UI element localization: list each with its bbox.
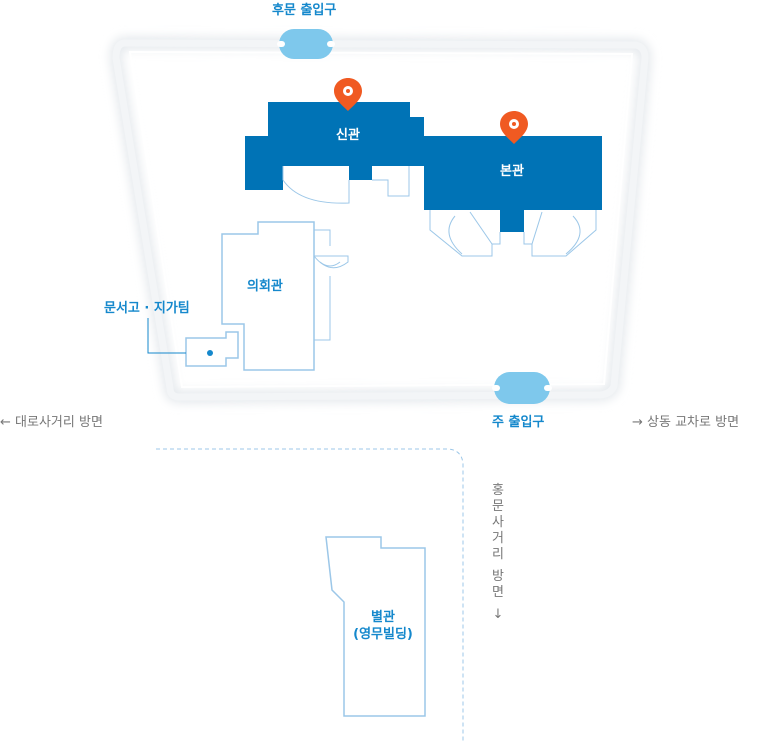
council-hall-label: 의회관 — [247, 279, 283, 294]
south-char: 사 — [492, 515, 504, 530]
main-entrance-gate[interactable] — [492, 372, 552, 404]
east-direction-text: 상동 교차로 방면 — [647, 415, 740, 430]
new-hall-label: 신관 — [336, 128, 360, 143]
down-arrow-icon: ↓ — [492, 607, 504, 622]
south-char: 방 — [492, 569, 504, 584]
new-hall-pin-icon[interactable] — [334, 78, 362, 111]
left-arrow-icon: ← — [0, 415, 11, 430]
hall-annex-outlines — [282, 166, 597, 257]
rear-entrance-gate[interactable] — [277, 29, 335, 59]
dashed-road — [156, 448, 464, 743]
annex-building[interactable] — [325, 536, 426, 717]
annex-subname: (영무빌딩) — [353, 627, 413, 642]
council-hall-building[interactable] — [221, 221, 349, 371]
east-direction: → 상동 교차로 방면 — [632, 416, 739, 429]
annex-label: 별관 (영무빌딩) — [347, 609, 419, 643]
west-direction: ← 대로사거리 방면 — [0, 416, 103, 429]
south-direction: 홍 문 사 거 리 방 면 ↓ — [490, 483, 506, 623]
west-direction-text: 대로사거리 방면 — [15, 415, 103, 430]
south-char: 거 — [492, 531, 504, 546]
archive-leader-line — [147, 318, 186, 354]
main-hall-building[interactable] — [409, 136, 602, 232]
archive-team-label: 문서고 · 지가팀 — [104, 301, 190, 316]
south-char: 홍 — [492, 483, 504, 498]
new-hall-building[interactable] — [245, 102, 424, 190]
main-entrance-label: 주 출입구 — [492, 415, 545, 430]
right-arrow-icon: → — [632, 415, 643, 430]
main-hall-label: 본관 — [500, 164, 524, 179]
south-char: 면 — [492, 585, 504, 600]
south-char: 리 — [492, 547, 504, 562]
archive-room[interactable] — [185, 331, 239, 367]
compound-wall — [109, 36, 652, 404]
annex-name: 별관 — [371, 610, 395, 625]
main-hall-pin-icon[interactable] — [500, 111, 528, 144]
rear-entrance-label: 후문 출입구 — [272, 3, 337, 18]
south-char: 문 — [492, 499, 504, 514]
